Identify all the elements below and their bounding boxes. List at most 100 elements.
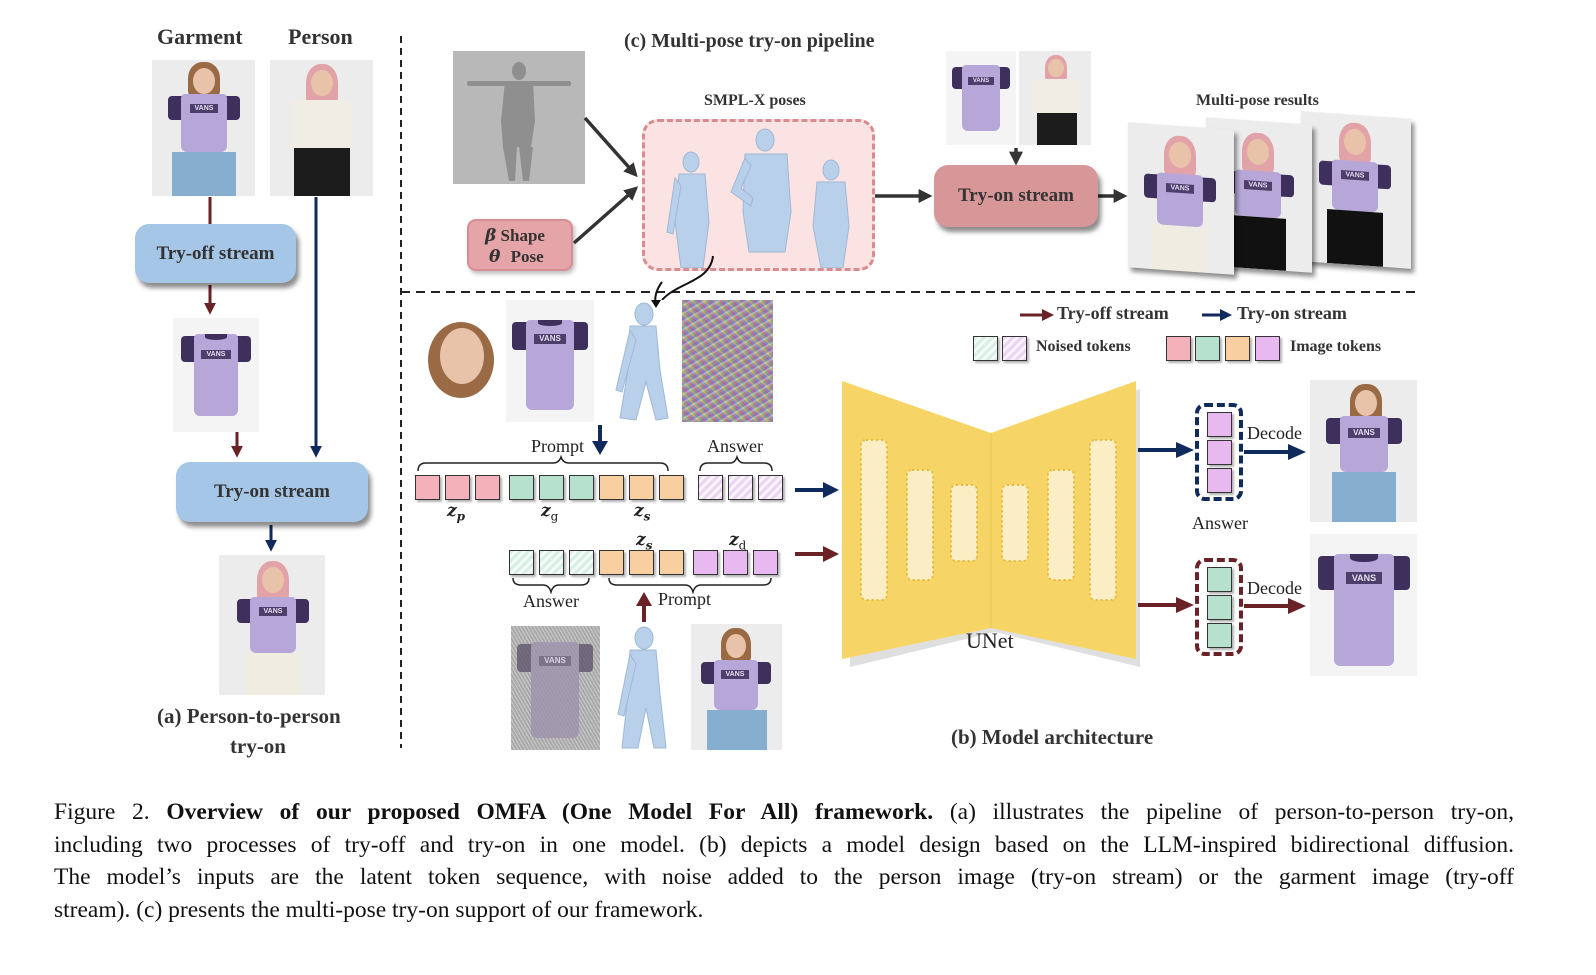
token-zp-3	[475, 475, 500, 500]
token-answer-noised-3	[758, 475, 783, 500]
input-person-photo	[1019, 51, 1091, 145]
tryon-stream-box: Try-on stream	[176, 462, 368, 522]
beta-symbol: β	[485, 226, 497, 246]
token-zs-bottom-1	[599, 550, 624, 575]
tryon-legend-arrow-icon	[1202, 309, 1232, 321]
top-braces	[417, 455, 773, 472]
zs-label-bottom: zs	[636, 530, 653, 553]
caption-line-3: The model’s inputs are the latent token …	[54, 864, 1514, 891]
decode-top-arrow-icon	[1244, 444, 1306, 460]
panel-dividers	[400, 36, 1420, 748]
token-zd-2	[723, 550, 748, 575]
token-zs-bottom-3	[659, 550, 684, 575]
caption-bold-title: Overview of our proposed OMFA (One Model…	[166, 799, 934, 825]
panel-a-title-line2: try-on	[230, 734, 286, 758]
token-zp-2	[445, 475, 470, 500]
token-zd-3	[753, 550, 778, 575]
top-tryon-down-arrow-icon	[592, 425, 608, 455]
pose-selection-curve-arrow	[661, 255, 714, 300]
unet-layer-3	[950, 484, 978, 562]
zd-label: zd	[729, 530, 747, 553]
caption-line1-rest: (a) illustrates the pipeline of person-t…	[949, 799, 1515, 825]
top-seq-to-unet-arrow-icon[interactable]	[793, 478, 843, 502]
legend-tryon-label: Try-on stream	[1237, 303, 1347, 323]
top-prompt-label: Prompt	[531, 436, 585, 456]
token-answer-noised-green-2	[539, 550, 564, 575]
bottom-person-image: VANS	[691, 624, 782, 750]
tpose-to-smplx-arrow	[583, 116, 638, 178]
token-answer-noised-2	[728, 475, 753, 500]
token-answer-noised-1	[698, 475, 723, 500]
panel-b-title: (b) Model architecture	[951, 725, 1154, 749]
unet-layer-6	[1089, 439, 1117, 601]
legend-noised-token-green	[973, 336, 998, 361]
bottom-smplx-pose-image	[617, 626, 667, 749]
token-zs-1	[599, 475, 624, 500]
answer-label-output: Answer	[1192, 513, 1248, 533]
bottom-braces	[512, 577, 772, 594]
shapepose-to-smplx-arrow	[572, 186, 639, 245]
unet-layer-2	[906, 469, 934, 581]
zp-label: zp	[447, 501, 466, 524]
figure-caption: Figure 2. Overview of our proposed OMFA …	[54, 796, 1514, 926]
answer-token-violet-1	[1207, 412, 1232, 437]
legend-noised-label: Noised tokens	[1036, 338, 1131, 355]
garment-photo: VANS	[152, 60, 255, 196]
top-smplx-pose-image	[615, 302, 669, 421]
token-zp-1	[415, 475, 440, 500]
smplx-label: SMPL-X poses	[704, 92, 806, 109]
answer-box-tryon	[1195, 403, 1243, 501]
legend-image-label: Image tokens	[1290, 338, 1382, 355]
decode-label-bottom: Decode	[1247, 578, 1302, 598]
decode-bottom-arrow-icon	[1244, 598, 1306, 614]
pose-label: Pose	[510, 247, 544, 266]
zg-label: zg	[541, 501, 559, 524]
multipose-results-label: Multi-pose results	[1196, 92, 1319, 109]
panel-c-arrows	[572, 116, 1128, 300]
tryon-result-photo: VANS	[219, 555, 325, 695]
bottom-tryoff-up-arrow-icon	[636, 592, 652, 622]
unet-layer-1	[860, 439, 888, 601]
result-card-3: VANS	[1301, 111, 1411, 269]
bottom-answer-label: Answer	[523, 591, 579, 611]
legend-image-token-pink	[1166, 336, 1191, 361]
unet-to-answer-bottom-arrow-icon	[1138, 597, 1194, 613]
token-zg-1	[509, 475, 534, 500]
legend-noised-token-violet	[1002, 336, 1027, 361]
zs-label-top: zs	[634, 501, 651, 524]
noised-garment-image: VANS	[511, 626, 600, 750]
person-label: Person	[288, 24, 353, 49]
token-zs-3	[659, 475, 684, 500]
panel-c-tryon-stream-box: Try-on stream	[934, 165, 1098, 227]
token-zs-bottom-2	[629, 550, 654, 575]
shape-label: Shape	[500, 226, 545, 245]
answer-token-green-1	[1207, 567, 1232, 592]
result-card-1: VANS	[1128, 122, 1234, 275]
panel-c-title: (c) Multi-pose try-on pipeline	[624, 30, 875, 52]
garment-label: Garment	[157, 24, 243, 49]
top-answer-label: Answer	[707, 436, 763, 456]
unet-to-answer-top-arrow-icon	[1138, 442, 1194, 458]
token-zd-1	[693, 550, 718, 575]
tryoff-legend-arrow-icon	[1020, 309, 1054, 321]
extracted-garment-photo: VANS	[173, 318, 259, 432]
decode-label-top: Decode	[1247, 423, 1302, 443]
token-zg-3	[569, 475, 594, 500]
bottom-seq-to-unet-arrow-icon[interactable]	[793, 542, 843, 566]
person-photo	[270, 60, 373, 196]
pose-curve-arrowhead	[651, 281, 663, 308]
unet-label: UNet	[966, 628, 1014, 653]
answer-token-violet-3	[1207, 468, 1232, 493]
panel-a-arrows	[204, 197, 322, 552]
unet-block	[842, 381, 1140, 667]
smplx-poses-box	[642, 119, 875, 271]
output-tryoff-garment-image: VANS	[1310, 534, 1417, 676]
theta-symbol: θ	[489, 247, 501, 267]
smplx-figures-icon	[666, 128, 850, 269]
legend-image-token-green	[1195, 336, 1220, 361]
bottom-prompt-brace	[608, 577, 772, 594]
noised-person-image	[682, 300, 773, 422]
token-answer-noised-green-3	[569, 550, 594, 575]
answer-token-green-2	[1207, 595, 1232, 620]
top-answer-brace	[699, 455, 773, 472]
